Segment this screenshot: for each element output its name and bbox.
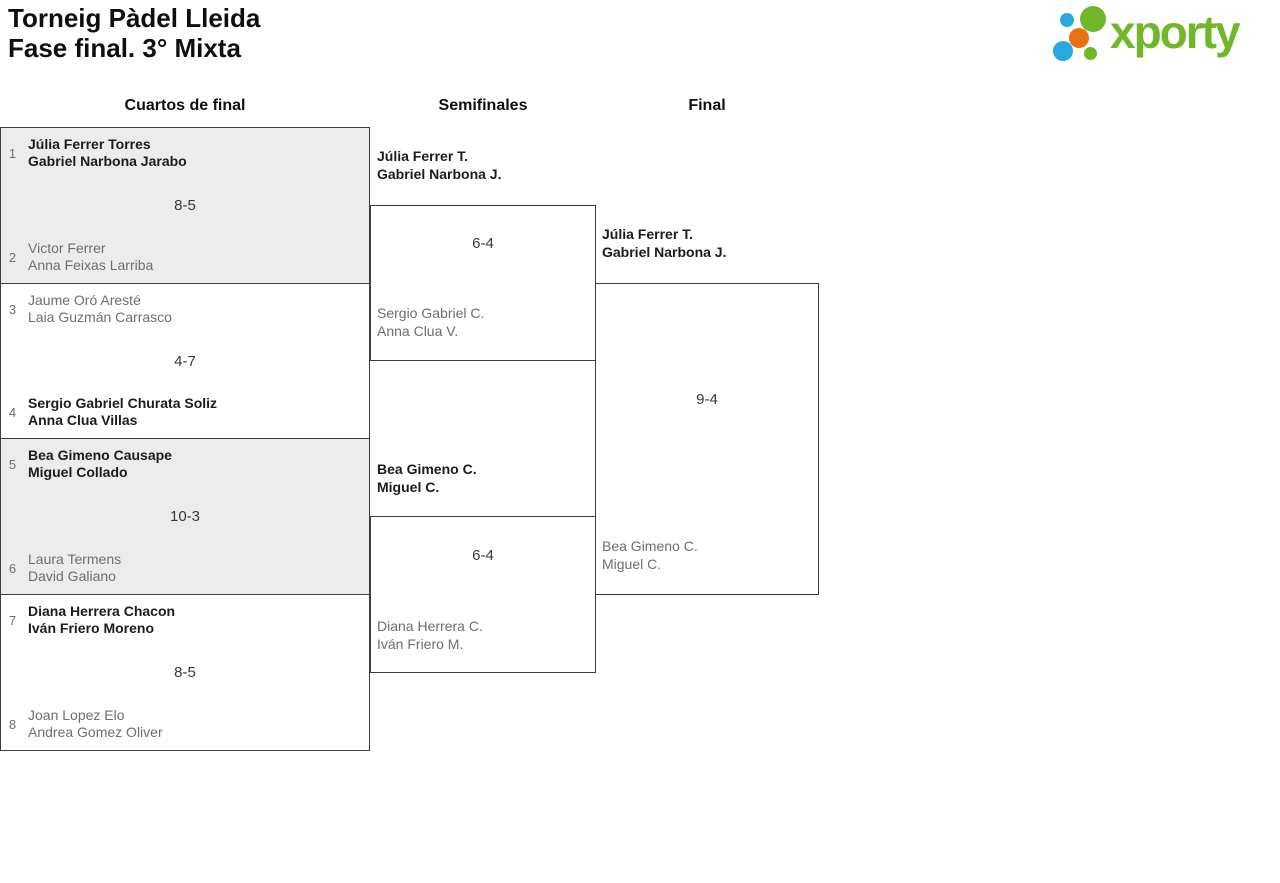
round-header-quarterfinals: Cuartos de final bbox=[124, 97, 246, 114]
qf1-team-bottom: 2 Victor Ferrer Anna Feixas Larriba bbox=[6, 240, 153, 274]
logo-dot-blue-large-icon bbox=[1053, 41, 1073, 61]
round-header-final: Final bbox=[688, 97, 726, 114]
sf2-score: 6-4 bbox=[472, 547, 494, 564]
player-name: Laia Guzmán Carrasco bbox=[28, 309, 172, 325]
logo-dot-green-small-icon bbox=[1084, 47, 1097, 60]
sf1-team-bottom: Sergio Gabriel C. Anna Clua V. bbox=[377, 304, 484, 340]
qf1-team-top: 1 Júlia Ferrer Torres Gabriel Narbona Ja… bbox=[6, 136, 187, 170]
sf2-team-bottom: Diana Herrera C. Iván Friero M. bbox=[377, 617, 483, 653]
qf2-team-bottom: 4 Sergio Gabriel Churata Soliz Anna Clua… bbox=[6, 395, 217, 429]
player-name: Sergio Gabriel C. bbox=[377, 305, 485, 321]
seed-number: 2 bbox=[8, 249, 17, 265]
qf3-team-bottom: 6 Laura Termens David Galiano bbox=[6, 551, 121, 585]
qf4-team-bottom: 8 Joan Lopez Elo Andrea Gomez Oliver bbox=[6, 707, 163, 741]
player-name: Anna Clua Villas bbox=[28, 412, 138, 428]
player-name: Júlia Ferrer T. bbox=[377, 148, 469, 164]
qf2-team-top: 3 Jaume Oró Aresté Laia Guzmán Carrasco bbox=[6, 292, 172, 326]
team-names: Júlia Ferrer Torres Gabriel Narbona Jara… bbox=[28, 136, 187, 170]
player-name: Bea Gimeno C. bbox=[602, 538, 698, 554]
player-name: Júlia Ferrer Torres bbox=[28, 136, 151, 152]
xporty-logo-text: xporty bbox=[1110, 6, 1241, 58]
xporty-logo[interactable]: xporty bbox=[1048, 2, 1278, 68]
sf1-team-top: Júlia Ferrer T. Gabriel Narbona J. bbox=[377, 147, 501, 183]
player-name: Victor Ferrer bbox=[28, 240, 106, 256]
logo-dot-orange-icon bbox=[1069, 28, 1089, 48]
player-name: David Galiano bbox=[28, 568, 116, 584]
match-score: 8-5 bbox=[174, 197, 196, 214]
qf-match-1: 1 Júlia Ferrer Torres Gabriel Narbona Ja… bbox=[0, 127, 370, 284]
seed-number: 8 bbox=[8, 716, 17, 732]
player-name: Sergio Gabriel Churata Soliz bbox=[28, 395, 218, 411]
player-name: Diana Herrera Chacon bbox=[28, 603, 176, 619]
match-score: 4-7 bbox=[174, 353, 196, 370]
team-names: Victor Ferrer Anna Feixas Larriba bbox=[28, 240, 153, 274]
player-name: Anna Feixas Larriba bbox=[28, 257, 154, 273]
player-name: Bea Gimeno C. bbox=[377, 461, 477, 477]
tournament-name: Torneig Pàdel Lleida bbox=[8, 3, 261, 33]
player-name: Joan Lopez Elo bbox=[28, 707, 125, 723]
page-title: Torneig Pàdel Lleida Fase final. 3° Mixt… bbox=[8, 3, 260, 63]
round-header-semifinals: Semifinales bbox=[438, 97, 528, 114]
team-names: Jaume Oró Aresté Laia Guzmán Carrasco bbox=[28, 292, 172, 326]
player-name: Diana Herrera C. bbox=[377, 618, 483, 634]
match-score: 8-5 bbox=[174, 664, 196, 681]
player-name: Miguel Collado bbox=[28, 464, 128, 480]
qf3-team-top: 5 Bea Gimeno Causape Miguel Collado bbox=[6, 447, 172, 481]
player-name: Júlia Ferrer T. bbox=[602, 226, 694, 242]
final-score: 9-4 bbox=[696, 391, 718, 408]
team-names: Laura Termens David Galiano bbox=[28, 551, 121, 585]
match-score: 10-3 bbox=[169, 508, 201, 525]
player-name: Iván Friero M. bbox=[377, 636, 464, 652]
final-team-bottom: Bea Gimeno C. Miguel C. bbox=[602, 537, 698, 573]
player-name: Anna Clua V. bbox=[377, 323, 459, 339]
player-name: Miguel C. bbox=[377, 479, 440, 495]
seed-number: 3 bbox=[8, 301, 17, 317]
player-name: Laura Termens bbox=[28, 551, 122, 567]
player-name: Gabriel Narbona J. bbox=[602, 244, 727, 260]
logo-dot-green-large-icon bbox=[1080, 6, 1106, 32]
qf-match-4: 7 Diana Herrera Chacon Iván Friero Moren… bbox=[0, 594, 370, 751]
qf-match-2: 3 Jaume Oró Aresté Laia Guzmán Carrasco … bbox=[0, 283, 370, 439]
logo-dot-blue-small-icon bbox=[1060, 13, 1074, 27]
final-match-box bbox=[595, 283, 819, 595]
seed-number: 5 bbox=[8, 456, 17, 472]
phase-name: Fase final. 3° Mixta bbox=[8, 33, 241, 63]
player-name: Gabriel Narbona Jarabo bbox=[28, 153, 187, 169]
team-names: Diana Herrera Chacon Iván Friero Moreno bbox=[28, 603, 175, 637]
player-name: Jaume Oró Aresté bbox=[28, 292, 141, 308]
sf1-score: 6-4 bbox=[472, 235, 494, 252]
player-name: Gabriel Narbona J. bbox=[377, 166, 502, 182]
seed-number: 6 bbox=[8, 560, 17, 576]
player-name: Andrea Gomez Oliver bbox=[28, 724, 163, 740]
seed-number: 7 bbox=[8, 612, 17, 628]
team-names: Bea Gimeno Causape Miguel Collado bbox=[28, 447, 172, 481]
team-names: Joan Lopez Elo Andrea Gomez Oliver bbox=[28, 707, 163, 741]
final-team-top: Júlia Ferrer T. Gabriel Narbona J. bbox=[602, 225, 726, 261]
qf-match-3: 5 Bea Gimeno Causape Miguel Collado 10-3… bbox=[0, 438, 370, 595]
player-name: Miguel C. bbox=[602, 556, 662, 572]
qf4-team-top: 7 Diana Herrera Chacon Iván Friero Moren… bbox=[6, 603, 175, 637]
seed-number: 1 bbox=[8, 145, 17, 161]
player-name: Bea Gimeno Causape bbox=[28, 447, 172, 463]
sf2-team-top: Bea Gimeno C. Miguel C. bbox=[377, 460, 477, 496]
player-name: Iván Friero Moreno bbox=[28, 620, 155, 636]
seed-number: 4 bbox=[8, 404, 17, 420]
team-names: Sergio Gabriel Churata Soliz Anna Clua V… bbox=[28, 395, 217, 429]
